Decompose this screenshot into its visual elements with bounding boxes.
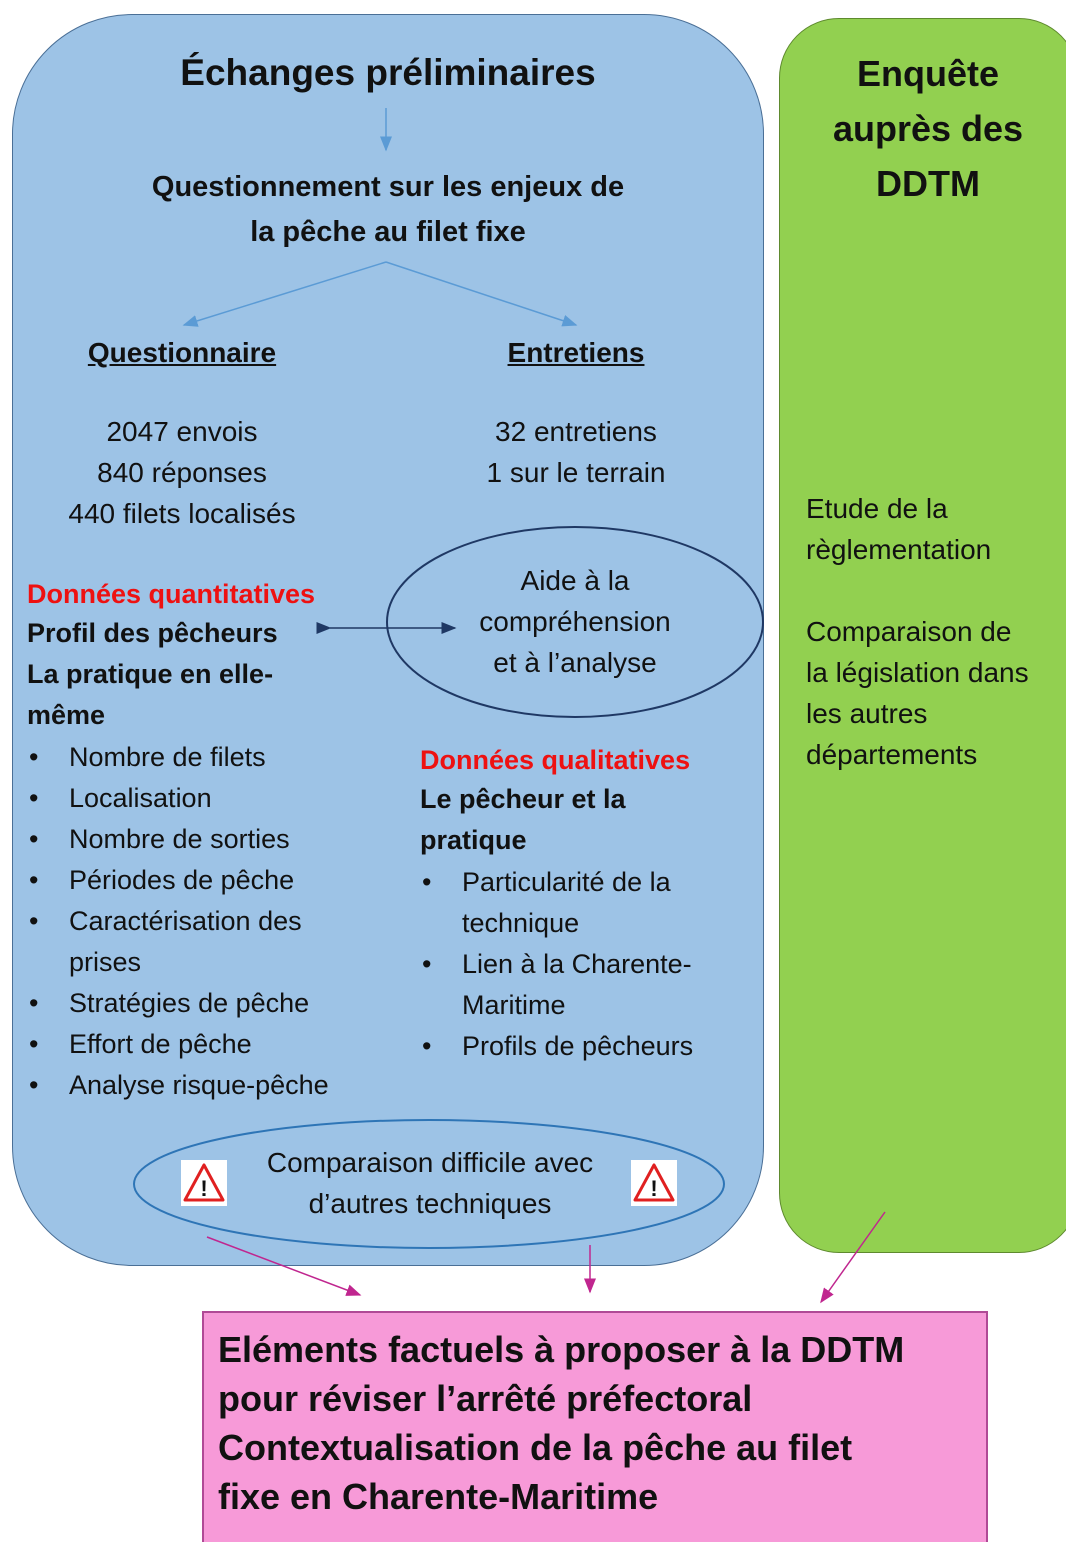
list-item: Effort de pêche	[27, 1024, 387, 1065]
list-item: Périodes de pêche	[27, 860, 387, 901]
ellipse-comparaison	[133, 1119, 725, 1249]
aide-line-2: compréhension	[479, 606, 671, 637]
ddtm-survey-panel	[779, 18, 1066, 1253]
list-item: Analyse risque-pêche	[27, 1065, 387, 1106]
comparaison-leg-line-2: la législation dans	[806, 657, 1029, 688]
enquete-line-2: auprès des	[832, 108, 1024, 149]
heading-donnees-qualitatives: Données qualitatives	[420, 745, 691, 775]
etude-line-2: règlementation	[806, 534, 992, 565]
factual-elements-text: Eléments factuels à proposer à la DDTM p…	[218, 1325, 988, 1521]
comparaison-leg-line-4: départements	[806, 739, 978, 770]
list-item: Localisation	[27, 778, 387, 819]
enquete-line-3: DDTM	[876, 163, 980, 204]
pratique-line-1: La pratique en elle-	[27, 659, 274, 689]
factual-line-2: pour réviser l’arrêté préfectoral	[218, 1378, 753, 1419]
warning-icon: !	[181, 1160, 227, 1206]
title-echanges: Échanges préliminaires	[180, 52, 596, 93]
title-enquete-ddtm: Enquête auprès des DDTM	[779, 46, 1066, 211]
stat-entretiens: 32 entretiens	[495, 416, 657, 447]
svg-text:!: !	[650, 1176, 657, 1201]
list-item: Lien à la Charente-	[420, 944, 760, 985]
subtitle-line-1: Questionnement sur les enjeux de	[151, 171, 625, 203]
pecheur-line-1: Le pêcheur et la	[420, 784, 626, 814]
ellipse-aide-text: Aide à la compréhension et à l’analyse	[420, 560, 730, 683]
list-item: Caractérisation des	[27, 901, 387, 942]
subtitle-line-2: la pêche au filet fixe	[250, 216, 526, 248]
entretiens-stats: 32 entretiens 1 sur le terrain	[416, 411, 736, 493]
factual-elements-box	[202, 1311, 988, 1542]
arrow-to-questionnaire	[182, 261, 387, 327]
enquete-line-1: Enquête	[856, 53, 999, 94]
profil-pecheurs: Profil des pêcheurs	[27, 618, 278, 648]
arrow-right-to-box	[820, 1211, 886, 1304]
quantitative-list: Nombre de filets Localisation Nombre de …	[27, 737, 387, 1106]
questionnaire-stats: 2047 envois 840 réponses 440 filets loca…	[20, 411, 344, 534]
factual-line-1: Eléments factuels à proposer à la DDTM	[218, 1329, 905, 1370]
qualitative-list: Particularité de la technique Lien à la …	[420, 862, 760, 1067]
stat-reponses: 840 réponses	[97, 457, 267, 488]
warning-icon: !	[631, 1160, 677, 1206]
qualitative-block: Données qualitatives Le pêcheur et la pr…	[420, 741, 750, 861]
list-item-continuation: technique	[462, 908, 580, 938]
pecheur-line-2: pratique	[420, 825, 527, 855]
list-item: Nombre de filets	[27, 737, 387, 778]
heading-questionnaire: Questionnaire	[87, 337, 277, 368]
stat-envois: 2047 envois	[106, 416, 258, 447]
list-item-continuation: prises	[69, 947, 142, 977]
pratique-line-2: même	[27, 700, 106, 730]
aide-line-1: Aide à la	[520, 565, 630, 596]
ellipse-comparaison-text: Comparaison difficile avec d’autres tech…	[230, 1142, 630, 1224]
stat-filets: 440 filets localisés	[68, 498, 296, 529]
heading-entretiens: Entretiens	[507, 337, 645, 368]
stat-terrain: 1 sur le terrain	[486, 457, 666, 488]
etude-reglementation: Etude de la règlementation	[806, 488, 1066, 570]
list-item-continuation: Maritime	[462, 990, 566, 1020]
factual-line-3: Contextualisation de la pêche au filet	[218, 1427, 853, 1468]
list-item: Profils de pêcheurs	[420, 1026, 760, 1067]
quantitative-block: Données quantitatives Profil des pêcheur…	[27, 575, 357, 736]
list-item: Nombre de sorties	[27, 819, 387, 860]
heading-donnees-quantitatives: Données quantitatives	[27, 579, 316, 609]
etude-line-1: Etude de la	[806, 493, 948, 524]
svg-text:!: !	[200, 1176, 207, 1201]
arrow-to-entretiens	[385, 261, 578, 327]
comparaison-line-2: d’autres techniques	[308, 1188, 552, 1219]
factual-line-4: fixe en Charente-Maritime	[218, 1476, 659, 1517]
comparaison-legislation: Comparaison de la législation dans les a…	[806, 611, 1066, 775]
comparaison-line-1: Comparaison difficile avec	[266, 1147, 594, 1178]
list-item: Stratégies de pêche	[27, 983, 387, 1024]
comparaison-leg-line-1: Comparaison de	[806, 616, 1012, 647]
list-item: Particularité de la	[420, 862, 760, 903]
comparaison-leg-line-3: les autres	[806, 698, 928, 729]
arrow-left-to-box	[206, 1236, 362, 1296]
aide-line-3: et à l’analyse	[493, 647, 657, 678]
subtitle-questionnement: Questionnement sur les enjeux de la pêch…	[12, 165, 764, 255]
